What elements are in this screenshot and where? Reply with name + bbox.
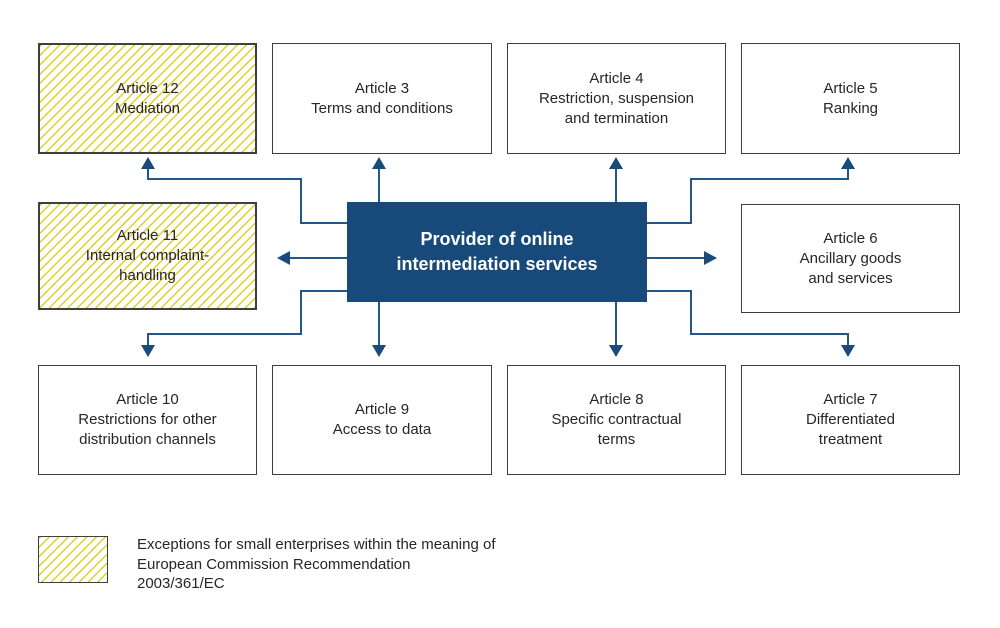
arrowhead-article-8 (609, 345, 623, 357)
node-article-10: Article 10 Restrictions for other distri… (38, 365, 257, 475)
node-article-6: Article 6 Ancillary goods and services (741, 204, 960, 313)
arrowhead-article-6 (704, 251, 717, 265)
node-article-7: Article 7 Differentiated treatment (741, 365, 960, 475)
node-article-11-label: Article 11 Internal complaint- handling (85, 227, 210, 284)
arrowhead-article-12 (141, 157, 155, 169)
arrowhead-article-5 (841, 157, 855, 169)
node-article-6-label: Article 6 Ancillary goods and services (799, 229, 902, 287)
arrowhead-article-3 (372, 157, 386, 169)
legend-text: Exceptions for small enterprises within … (137, 536, 496, 592)
node-provider: Provider of online intermediation servic… (347, 202, 647, 302)
arrowhead-article-9 (372, 345, 386, 357)
node-article-9: Article 9 Access to data (272, 365, 492, 475)
node-article-3: Article 3 Terms and conditions (272, 43, 492, 154)
legend-hatch-swatch (38, 536, 108, 583)
node-provider-label: Provider of online intermediation servic… (396, 229, 598, 274)
node-article-11: Article 11 Internal complaint- handling (38, 202, 257, 310)
node-article-10-label: Article 10 Restrictions for other distri… (78, 391, 217, 448)
node-article-4: Article 4 Restriction, suspension and te… (507, 43, 726, 154)
node-article-8-label: Article 8 Specific contractual terms (551, 391, 682, 448)
arrowhead-article-11 (277, 251, 290, 265)
node-article-5: Article 5 Ranking (741, 43, 960, 154)
node-article-12-label: Article 12 Mediation (114, 79, 181, 117)
node-article-4-label: Article 4 Restriction, suspension and te… (538, 69, 695, 127)
node-article-9-label: Article 9 Access to data (332, 401, 432, 438)
arrowhead-article-10 (141, 345, 155, 357)
node-article-12: Article 12 Mediation (38, 43, 257, 154)
node-article-8: Article 8 Specific contractual terms (507, 365, 726, 475)
arrowhead-article-7 (841, 345, 855, 357)
arrowhead-article-4 (609, 157, 623, 169)
node-article-5-label: Article 5 Ranking (822, 79, 879, 117)
node-article-3-label: Article 3 Terms and conditions (311, 79, 453, 117)
node-article-7-label: Article 7 Differentiated treatment (806, 391, 895, 448)
